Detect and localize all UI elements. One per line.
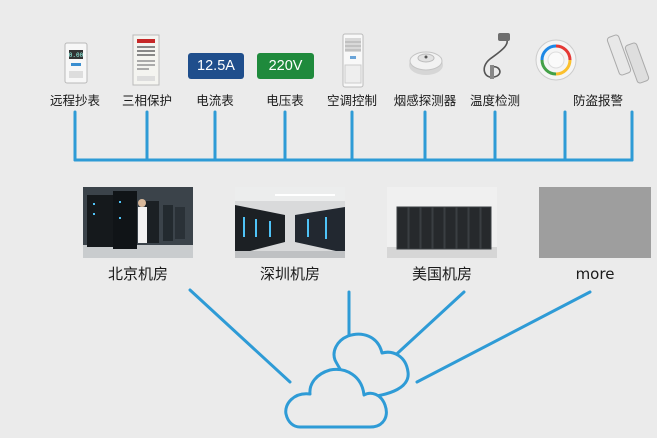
- smoke-detector-icon: [408, 43, 444, 79]
- air-conditioner-icon: [342, 33, 364, 88]
- device-label-voltmeter: 电压表: [266, 93, 304, 108]
- temperature-probe-icon: [474, 31, 516, 83]
- device-label-three-phase: 三相保护: [121, 93, 173, 108]
- server-room-photo-shenzhen: [235, 187, 345, 258]
- room-label-beijing: 北京机房: [107, 265, 169, 283]
- voltmeter-display-icon: 220V: [257, 53, 314, 79]
- ammeter-reading: 12.5A: [197, 58, 235, 74]
- door-magnetic-sensor-icon: [605, 33, 653, 85]
- server-room-photo-beijing: [83, 187, 193, 258]
- device-label-ammeter: 电流表: [196, 93, 234, 108]
- link-usa: [386, 290, 466, 364]
- device-label-anti-theft: 防盗报警: [572, 93, 624, 108]
- room-label-usa: 美国机房: [411, 265, 473, 283]
- room-label-shenzhen: 深圳机房: [259, 265, 321, 283]
- ammeter-display-icon: 12.5A: [188, 53, 244, 79]
- device-label-remote-meter: 远程抄表: [49, 93, 101, 108]
- device-label-ac-control: 空调控制: [326, 93, 378, 108]
- link-more: [415, 290, 592, 384]
- device-label-smoke: 烟感探测器: [393, 93, 457, 108]
- three-phase-protector-icon: [132, 34, 160, 86]
- room-label-more: more: [575, 265, 615, 283]
- link-beijing: [188, 288, 292, 384]
- svg-text:0.00: 0.00: [69, 52, 84, 59]
- placeholder-photo-more: [539, 187, 651, 258]
- cloud-icon: [284, 332, 410, 429]
- device-label-temperature: 温度检测: [469, 93, 521, 108]
- server-rack-photo-usa: [387, 187, 497, 258]
- din-rail-meter-icon: 0.00: [64, 41, 88, 85]
- alarm-sensor-icon: [534, 38, 578, 82]
- voltmeter-reading: 220V: [268, 58, 303, 74]
